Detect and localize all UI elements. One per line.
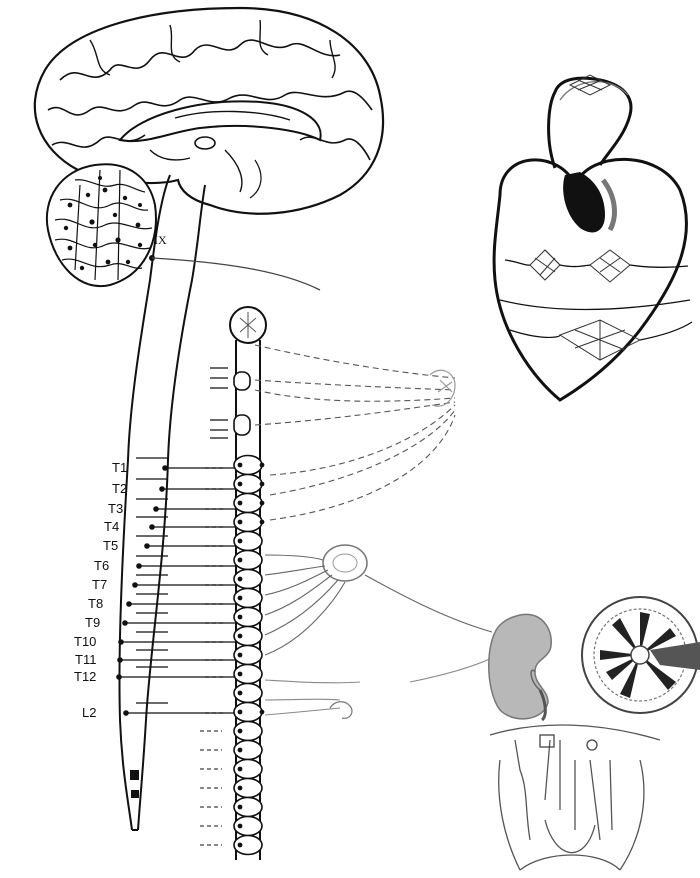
ganglion-cell [238,577,243,582]
cranial-nerve-fiber [152,258,320,290]
segment-label-t7: T7 [92,577,107,592]
pelvic-fibers [265,658,492,715]
ganglion-cell [238,463,243,468]
ganglion-cell [238,501,243,506]
ganglion-cell [260,482,265,487]
ganglion-cell [238,786,243,791]
segment-label-t9: T9 [85,615,100,630]
segment-label-t1: T1 [112,460,127,475]
ganglion-cell [238,748,243,753]
cervical-ganglion-ticks [210,368,228,438]
ganglion-cell [238,710,243,715]
ganglion-cell [238,767,243,772]
segment-label-l2: L2 [82,705,96,720]
ganglion-cell [238,596,243,601]
segment-label-t8: T8 [88,596,103,611]
segment-label-t12: T12 [74,669,96,684]
segment-label-t6: T6 [94,558,109,573]
heart-icon [494,75,692,400]
ganglion-cell [238,805,243,810]
ganglion-cell [260,710,265,715]
cranial-nerve-label: IX [154,233,167,247]
ganglion-cell [238,824,243,829]
segment-label-t10: T10 [74,634,96,649]
segment-label-t5: T5 [103,538,118,553]
adrenal-gland-icon [490,725,660,870]
celiac-fibers [265,555,492,655]
cervical-fibers [255,345,455,520]
segment-label-t2: T2 [112,481,127,496]
ganglion-cell [260,520,265,525]
ganglion-cell [238,558,243,563]
inferior-cervical-ganglion [234,415,250,435]
ganglion-cell [238,539,243,544]
kidney-icon [489,614,552,720]
ganglion-cell [260,501,265,506]
cerebellum-icon [47,164,156,286]
ganglion-cell [238,653,243,658]
ganglion-cell [238,520,243,525]
pelvic-ganglion [330,702,352,719]
ganglion-cell [238,482,243,487]
celiac-ganglion [323,545,367,581]
ganglion-cell [238,615,243,620]
middle-cervical-ganglion [234,372,250,390]
segment-label-t3: T3 [108,501,123,516]
segment-label-t11: T11 [75,652,96,667]
ganglion-cell [238,691,243,696]
ganglion-cell [238,634,243,639]
ganglion-cell [238,843,243,848]
ganglion-cell [238,672,243,677]
segment-label-t4: T4 [104,519,119,534]
ganglion-cell [238,729,243,734]
kidney-section-icon [582,597,700,713]
ganglion-cell [260,463,265,468]
